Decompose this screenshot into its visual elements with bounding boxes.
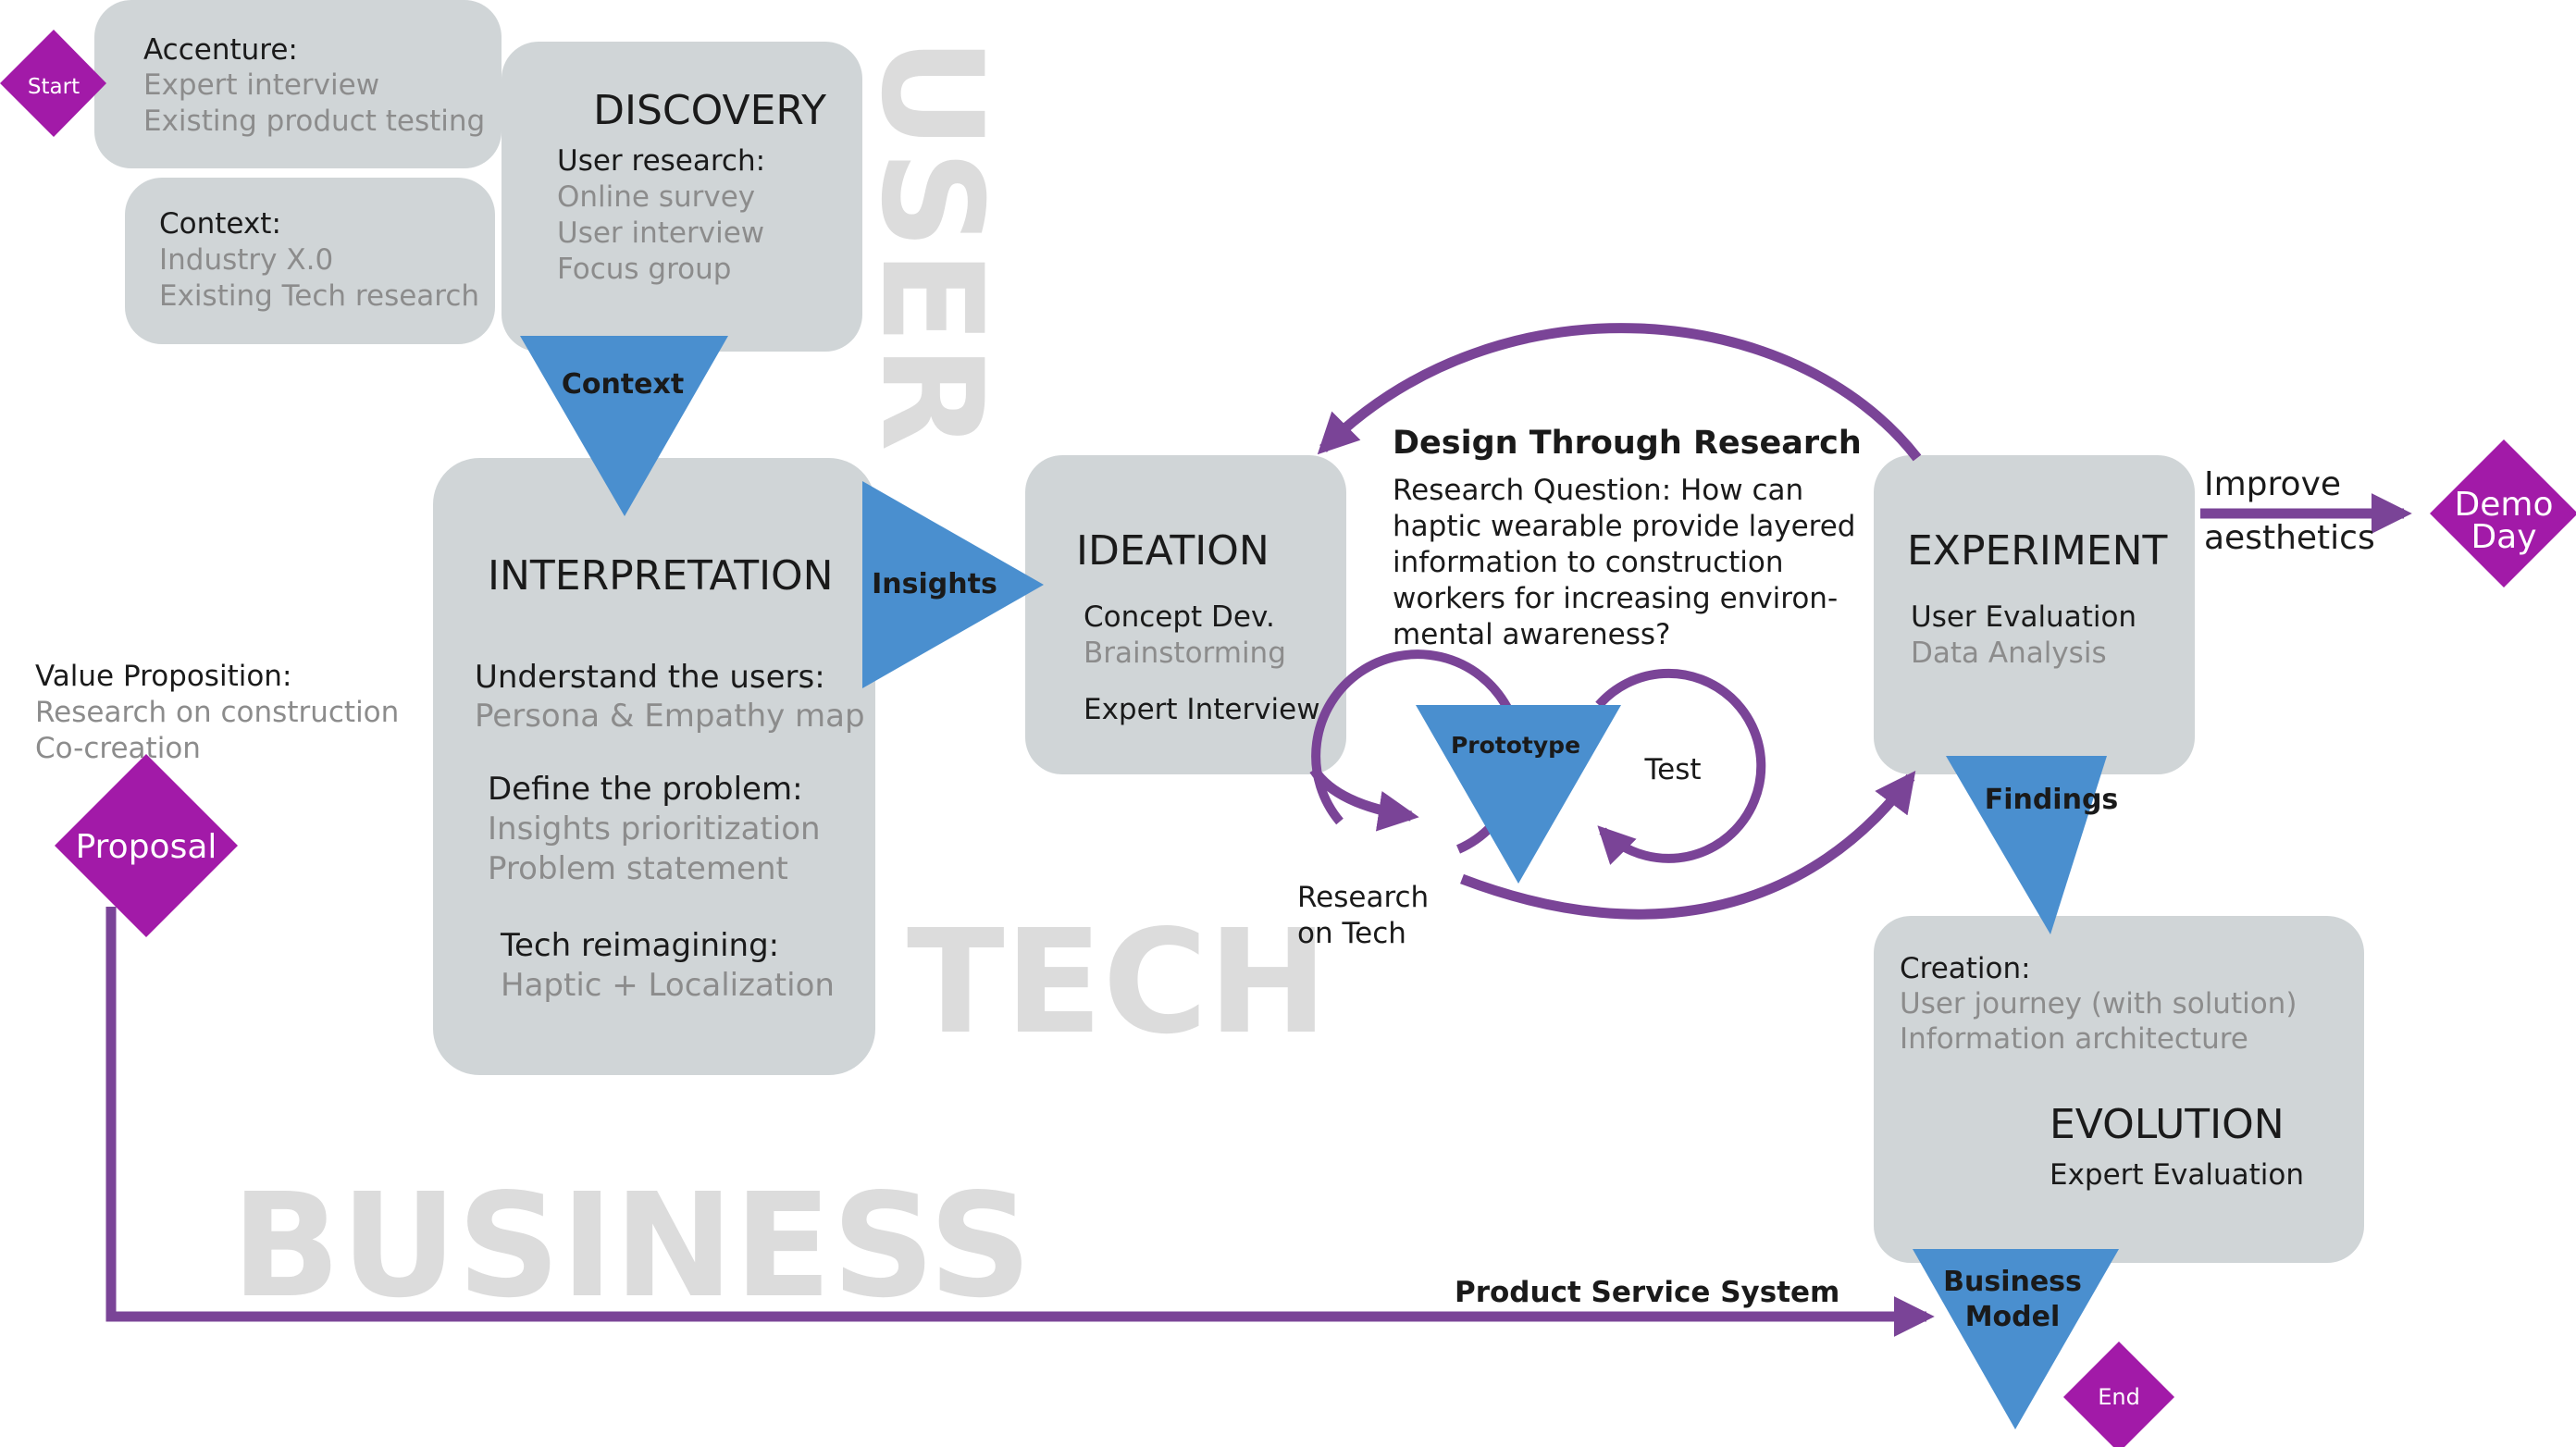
business-model-label-1: Business [1943, 1266, 2082, 1298]
ideation-line: Brainstorming [1084, 637, 1286, 670]
test-loop [1595, 668, 1766, 865]
interpretation-group-heading: Tech reimagining: [500, 927, 779, 964]
findings-triangle [1946, 756, 2107, 934]
test-label: Test [1643, 753, 1701, 786]
dtr-line: information to construction [1393, 546, 1784, 579]
accenture-heading: Accenture: [143, 33, 298, 67]
research-label-1: Research [1297, 881, 1429, 914]
discovery-item: Online survey [557, 180, 755, 214]
experiment-box [1874, 455, 2195, 774]
watermark-tech: TECH [907, 898, 1328, 1066]
iteration-arrow [1317, 323, 1922, 462]
discovery-title: DISCOVERY [593, 87, 826, 134]
context-triangle-label: Context [562, 368, 684, 401]
ideation-line: Expert Interview [1084, 693, 1320, 726]
end-label: End [2098, 1384, 2140, 1410]
evolution-item: Information architecture [1900, 1022, 2248, 1056]
context-triangle [520, 336, 728, 516]
findings-triangle-label: Findings [1985, 784, 2119, 816]
discovery-item: Focus group [557, 253, 731, 286]
interpretation-box [433, 458, 875, 1075]
accenture-box [94, 0, 502, 168]
context-heading: Context: [159, 207, 281, 241]
ideation-title: IDEATION [1076, 527, 1269, 575]
insights-triangle-label: Insights [872, 568, 997, 600]
value-proposition-item: Research on construction [35, 696, 399, 729]
business-line-arrow [105, 907, 1935, 1337]
context-box [125, 178, 495, 344]
discovery-subheading: User research: [557, 144, 765, 178]
business-model-triangle [1913, 1249, 2119, 1429]
value-proposition-item: Co-creation [35, 732, 201, 765]
demo-day-label-2: Day [2471, 518, 2536, 556]
product-service-system-label: Product Service System [1455, 1276, 1839, 1309]
interpretation-group-item: Persona & Empathy map [475, 698, 865, 735]
context-item: Existing Tech research [159, 279, 479, 313]
discovery-item: User interview [557, 216, 764, 250]
demo-day-label-1: Demo [2455, 486, 2554, 524]
research-label-2: on Tech [1297, 917, 1406, 950]
evolution-subtitle: Expert Evaluation [2050, 1158, 2304, 1192]
interpretation-group-item: Insights prioritization [488, 810, 821, 847]
dtr-title: Design Through Research [1393, 425, 1862, 462]
ideation-line: Concept Dev. [1084, 600, 1275, 634]
evolution-heading: Creation: [1900, 952, 2031, 985]
prototype-triangle-label: Prototype [1451, 732, 1580, 759]
evolution-title: EVOLUTION [2050, 1101, 2285, 1148]
discovery-box [502, 42, 862, 352]
evolution-box [1874, 916, 2364, 1263]
prototype-triangle [1416, 705, 1621, 884]
proposal-diamond [55, 754, 238, 937]
watermark-business: BUSINESS [231, 1162, 1032, 1330]
ideation-box [1025, 455, 1346, 774]
demo-day-diamond [2430, 439, 2576, 587]
accenture-item: Expert interview [143, 68, 379, 102]
experiment-title: EXPERIMENT [1907, 527, 2168, 575]
experiment-line: Data Analysis [1911, 637, 2107, 670]
accenture-item: Existing product testing [143, 105, 485, 138]
dtr-line: workers for increasing environ- [1393, 582, 1838, 615]
evolution-item: User journey (with solution) [1900, 987, 2297, 1020]
loop-to-experiment-arrow [1460, 770, 1916, 920]
interpretation-title: INTERPRETATION [488, 552, 834, 600]
improve-label-1: Improve [2204, 465, 2341, 503]
improve-label-2: aesthetics [2204, 519, 2375, 557]
watermark-user: USER [850, 37, 1011, 451]
experiment-line: User Evaluation [1911, 600, 2136, 634]
end-diamond [2063, 1342, 2174, 1447]
interpretation-group-heading: Define the problem: [488, 771, 803, 808]
start-label: Start [28, 75, 80, 99]
interpretation-group-heading: Understand the users: [475, 659, 825, 696]
dtr-line: Research Question: How can [1393, 474, 1803, 507]
dtr-line: mental awareness? [1393, 618, 1671, 651]
interpretation-group-item: Problem statement [488, 850, 788, 887]
context-item: Industry X.0 [159, 243, 333, 277]
insights-triangle [862, 481, 1044, 688]
interpretation-group-item: Haptic + Localization [501, 967, 835, 1004]
proposal-label: Proposal [76, 828, 217, 866]
value-proposition-heading: Value Proposition: [35, 660, 291, 693]
business-model-label-2: Model [1965, 1301, 2061, 1333]
dtr-line: haptic wearable provide layered [1393, 510, 1855, 543]
start-diamond [0, 30, 106, 137]
